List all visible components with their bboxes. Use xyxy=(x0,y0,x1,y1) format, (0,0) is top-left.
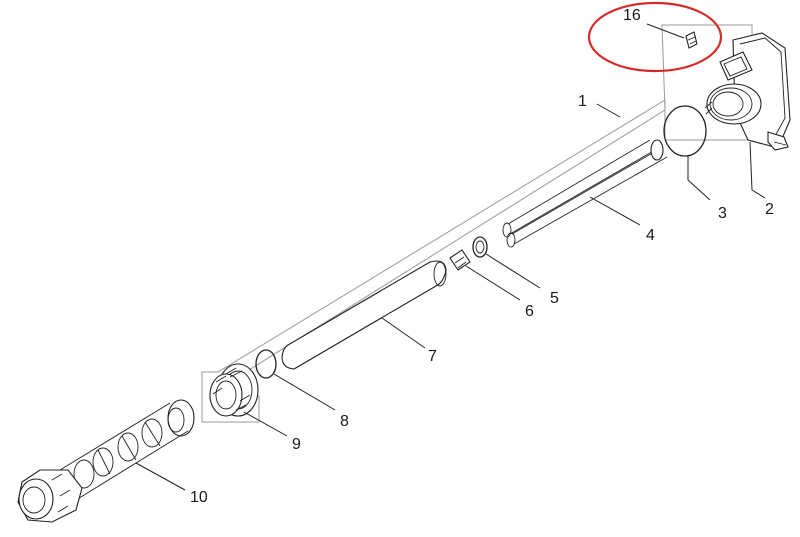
leader-2 xyxy=(749,141,766,199)
label-part-6: 6 xyxy=(525,303,534,320)
part-9-union-nut xyxy=(209,363,259,417)
part-10-flow-insert xyxy=(17,399,195,523)
label-part-1: 1 xyxy=(578,93,587,110)
leader-lines xyxy=(135,23,766,491)
leader-7 xyxy=(381,317,426,349)
part-16-clip xyxy=(685,31,698,49)
part-4-quartz-tube xyxy=(502,139,668,248)
leader-16 xyxy=(646,23,685,39)
leader-3 xyxy=(687,156,711,201)
leader-1 xyxy=(596,103,621,118)
label-part-7: 7 xyxy=(428,348,437,365)
part-5-ring-inner xyxy=(475,240,485,254)
label-part-2: 2 xyxy=(765,201,774,218)
leader-8 xyxy=(273,373,336,411)
label-part-9: 9 xyxy=(292,436,301,453)
part-7-lamp-tube xyxy=(281,260,447,370)
leader-10 xyxy=(135,462,186,491)
part-6-socket xyxy=(449,249,471,271)
label-part-16: 16 xyxy=(623,7,641,24)
label-part-3: 3 xyxy=(718,205,727,222)
leader-6 xyxy=(465,265,521,301)
part-2-housing-head xyxy=(704,32,791,151)
label-part-8: 8 xyxy=(340,413,349,430)
part-8-o-ring xyxy=(255,349,277,379)
highlight-circle xyxy=(587,1,723,73)
label-part-5: 5 xyxy=(550,290,559,307)
part-5-ring xyxy=(472,236,488,258)
label-part-10: 10 xyxy=(190,489,208,506)
leader-9 xyxy=(243,411,288,437)
leader-4 xyxy=(589,196,641,226)
leader-5 xyxy=(485,253,541,289)
label-part-4: 4 xyxy=(646,227,655,244)
part-3-o-ring xyxy=(663,105,707,157)
